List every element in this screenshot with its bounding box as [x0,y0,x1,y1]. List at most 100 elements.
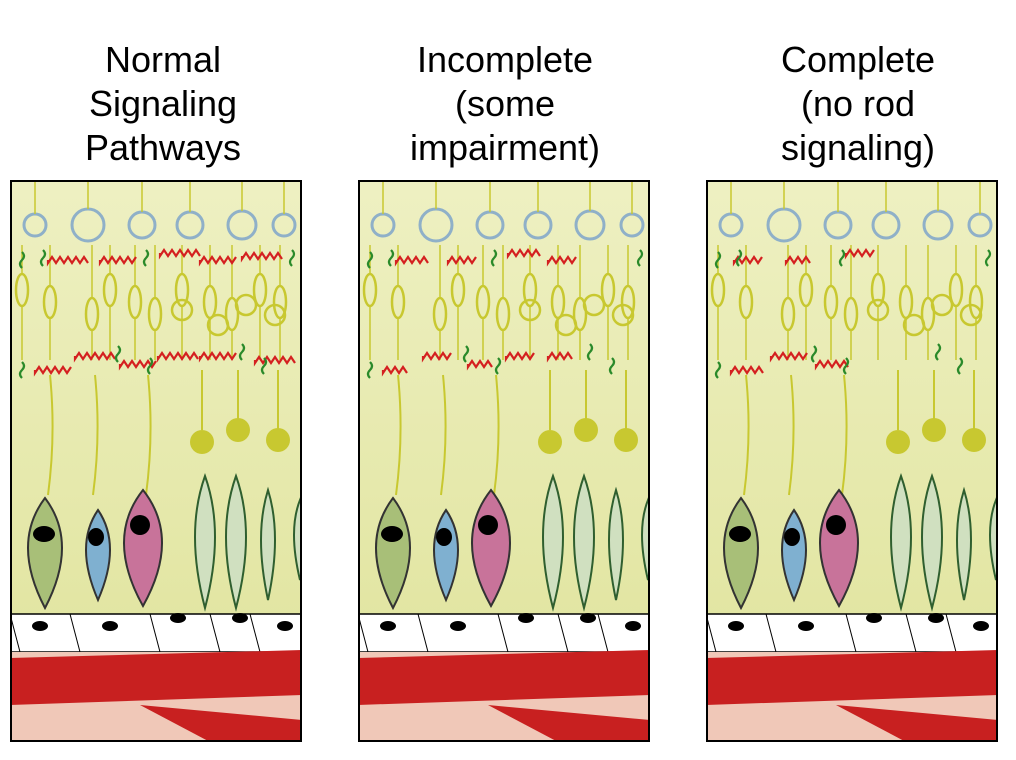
synapse-icon [118,359,157,371]
amacrine-soma [190,430,214,454]
cell-nucleus [866,613,882,623]
receptor-squiggle [366,251,374,269]
synapse-icon [504,351,535,363]
panel-border [10,180,302,742]
panel-border [706,180,998,742]
panel-title-normal: Normal Signaling Pathways [84,39,242,168]
synapse-icon [546,255,577,267]
cell-nucleus [102,621,118,631]
receptor-squiggle [462,345,470,363]
receptor-squiggle [586,343,594,361]
synapse-icon [466,359,493,371]
ganglion-cell-icon [723,496,759,611]
amacrine-cell [234,293,258,317]
receptor-squiggle [114,345,122,363]
receptor-squiggle [934,343,942,361]
receptor-squiggle [39,249,47,267]
synapse-icon [198,351,237,363]
synapse-icon [156,351,199,363]
synapse-icon [240,251,283,263]
synapse-icon [421,351,452,363]
receptor-squiggle [984,249,992,267]
retina-panel-normal [10,180,302,742]
synapse-icon [253,355,296,367]
amacrine-cell [170,298,194,322]
blood-vessel-icon [836,705,998,742]
amacrine-cell [554,313,578,337]
retina-panel-complete [706,180,998,742]
amacrine-cell [263,303,287,327]
receptor-squiggle [260,357,268,375]
rod-ganglion-cell [542,473,564,612]
synapse-icon [844,248,875,260]
rod-ganglion-cell [608,486,624,601]
receptor-squiggle [288,249,296,267]
rod-ganglion-cell [956,486,972,601]
cell-nucleus [380,621,396,631]
epithelial-layer [10,613,302,653]
synapse-icon [33,365,72,377]
amacrine-cell [518,298,542,322]
cell-nucleus [232,613,248,623]
cell-nucleus [518,613,534,623]
receptor-squiggle [18,251,26,269]
rod-ganglion-cell [194,473,216,612]
receptor-squiggle [142,249,150,267]
receptor-squiggle [810,345,818,363]
synapse-icon [73,351,116,363]
amacrine-cell [902,313,926,337]
rod-ganglion-cell [225,473,247,612]
amacrine-cell [582,293,606,317]
receptor-squiggle [387,249,395,267]
cell-nucleus [625,621,641,631]
panel-title-complete: Complete (no rod signaling) [780,39,936,168]
receptor-squiggle [735,249,743,267]
receptor-squiggle [714,361,722,379]
synapse-icon [506,248,541,260]
cell-nucleus [798,621,814,631]
epithelial-layer [706,613,998,653]
cell-nucleus [170,613,186,623]
synapse-icon [769,351,808,363]
amacrine-cell [930,293,954,317]
synapse-icon [446,255,477,267]
rod-ganglion-cell [573,473,595,612]
receptor-squiggle [636,249,644,267]
cell-nucleus [450,621,466,631]
receptor-squiggle [842,357,850,375]
amacrine-cell [611,303,635,327]
synapse-icon [546,351,573,363]
retina-panel-incomplete [358,180,650,742]
amacrine-cell [866,298,890,322]
synapse-icon [198,255,237,267]
amacrine-soma [266,428,290,452]
synapse-icon [814,359,849,371]
panel-border [358,180,650,742]
amacrine-soma [962,428,986,452]
amacrine-soma [614,428,638,452]
synapse-icon [381,365,408,377]
blood-vessel-icon [706,670,998,705]
cell-nucleus [580,613,596,623]
cell-nucleus [32,621,48,631]
receptor-squiggle [608,357,616,375]
blood-vessel-icon [358,670,650,705]
amacrine-soma [538,430,562,454]
amacrine-soma [886,430,910,454]
ganglion-cell-icon [375,496,411,611]
rod-ganglion-cell [921,473,943,612]
receptor-squiggle [146,357,154,375]
synapse-icon [46,255,89,267]
cell-nucleus [928,613,944,623]
receptor-squiggle [238,343,246,361]
blood-vessel-icon [488,705,650,742]
synapse-icon [98,255,137,267]
cell-nucleus [973,621,989,631]
receptor-squiggle [366,361,374,379]
receptor-squiggle [838,249,846,267]
rod-ganglion-cell [890,473,912,612]
panel-title-incomplete: Incomplete (some impairment) [409,39,601,168]
blood-vessel-icon [140,705,302,742]
rod-ganglion-cell [260,486,276,601]
receptor-squiggle [714,251,722,269]
